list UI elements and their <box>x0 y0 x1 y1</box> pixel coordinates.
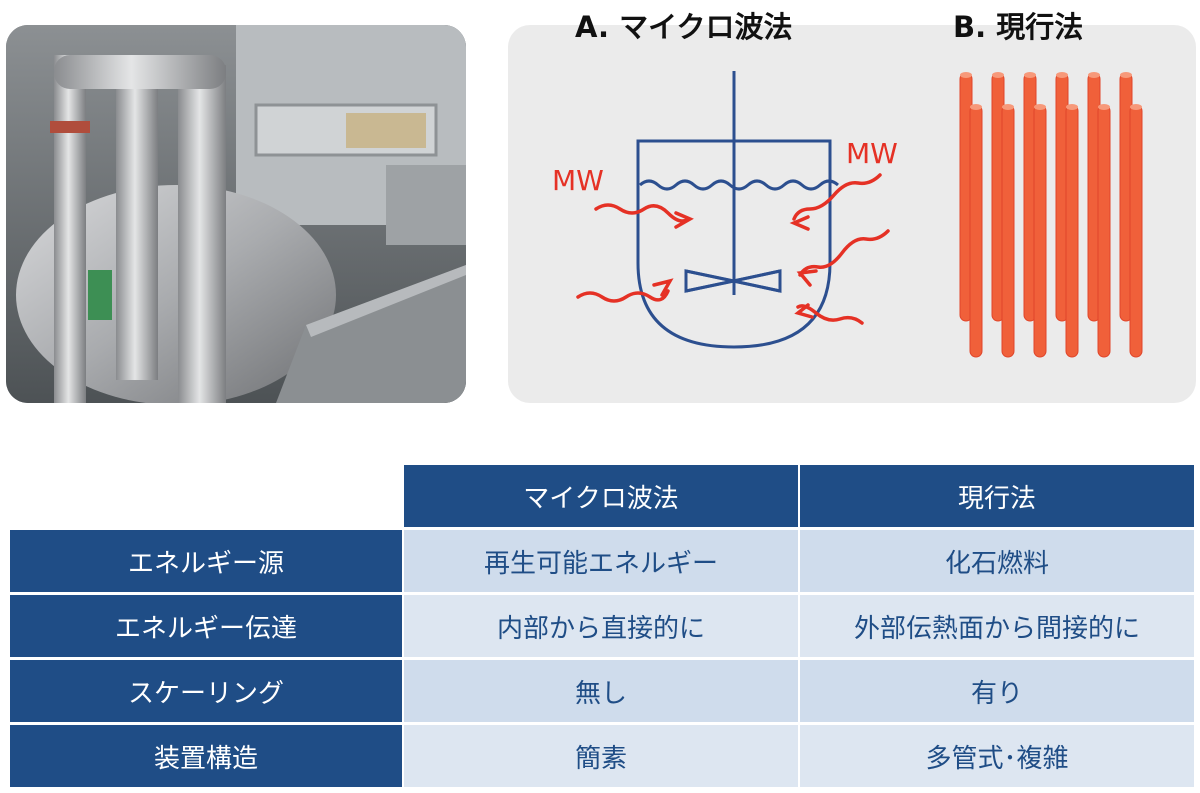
column-header-current: 現行法 <box>800 465 1194 527</box>
heat-tube <box>1001 104 1015 358</box>
heat-tube-top <box>1130 104 1142 110</box>
heat-tube-top <box>1024 72 1036 78</box>
row-label: スケーリング <box>10 660 402 722</box>
comparison-table: マイクロ波法 現行法 エネルギー源 再生可能エネルギー 化石燃料 エネルギー伝達… <box>8 462 1196 790</box>
heat-tube <box>969 104 983 358</box>
mw-label-left: MW <box>552 164 604 197</box>
row-label: エネルギー伝達 <box>10 595 402 657</box>
method-diagram: MW MW <box>552 71 1143 358</box>
table-cell: 無し <box>404 660 798 722</box>
row-label: エネルギー源 <box>10 530 402 592</box>
heat-tube <box>1065 104 1079 358</box>
table-cell: 再生可能エネルギー <box>404 530 798 592</box>
heat-tube-top <box>970 104 982 110</box>
microwave-method-title: A. マイクロ波法 <box>575 10 793 44</box>
table-cell: 外部伝熱面から間接的に <box>800 595 1194 657</box>
heat-tube-top <box>1066 104 1078 110</box>
table-row: 装置構造 簡素 多管式･複雑 <box>10 725 1194 787</box>
row-label: 装置構造 <box>10 725 402 787</box>
table-row: エネルギー源 再生可能エネルギー 化石燃料 <box>10 530 1194 592</box>
column-header-microwave: マイクロ波法 <box>404 465 798 527</box>
heat-tube-top <box>992 72 1004 78</box>
table-row: スケーリング 無し 有り <box>10 660 1194 722</box>
heat-tube-top <box>1002 104 1014 110</box>
table-cell: 内部から直接的に <box>404 595 798 657</box>
heat-tube-top <box>1034 104 1046 110</box>
microwave-arrows <box>576 173 890 325</box>
table-corner <box>10 465 402 527</box>
microwave-vessel <box>636 71 839 349</box>
tube-bundle <box>959 72 1143 358</box>
table-cell: 多管式･複雑 <box>800 725 1194 787</box>
heat-tube-top <box>1088 72 1100 78</box>
heat-tube <box>1033 104 1047 358</box>
table-cell: 有り <box>800 660 1194 722</box>
heat-tube <box>1097 104 1111 358</box>
method-diagram-panel <box>508 25 1196 403</box>
table-cell: 化石燃料 <box>800 530 1194 592</box>
mw-label-right: MW <box>846 137 898 170</box>
heat-tube-top <box>1056 72 1068 78</box>
heat-tube-top <box>1120 72 1132 78</box>
heat-tube-top <box>960 72 972 78</box>
heat-tube <box>1129 104 1143 358</box>
equipment-photo <box>6 25 466 403</box>
table-row: エネルギー伝達 内部から直接的に 外部伝熱面から間接的に <box>10 595 1194 657</box>
heat-tube-top <box>1098 104 1110 110</box>
table-cell: 簡素 <box>404 725 798 787</box>
current-method-title: B. 現行法 <box>953 10 1084 44</box>
